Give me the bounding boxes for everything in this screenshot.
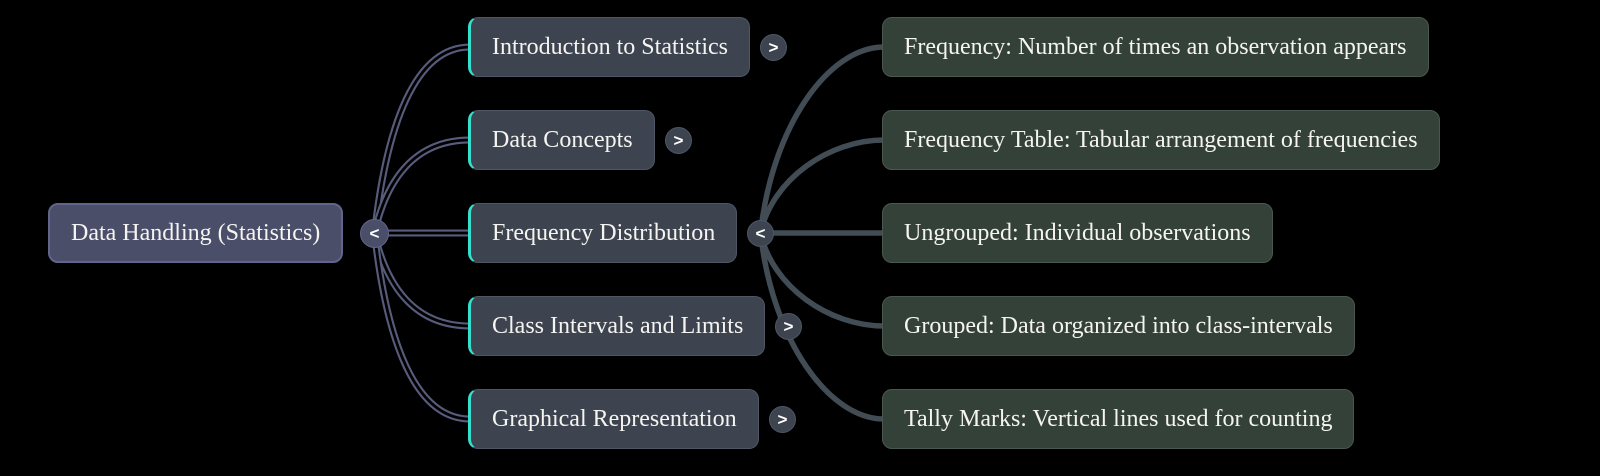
node-graphical-representation[interactable]: Graphical Representation [468, 389, 759, 449]
connector-line [757, 44, 887, 236]
collapse-toggle-icon-frequency-distribution[interactable]: < [747, 219, 774, 247]
expand-toggle-icon-data-concepts[interactable]: > [665, 126, 692, 154]
expand-toggle-icon-introduction[interactable]: > [760, 33, 787, 61]
node-root[interactable]: Data Handling (Statistics) [48, 203, 344, 263]
node-data-concepts[interactable]: Data Concepts [468, 110, 655, 170]
connector-line [373, 138, 472, 235]
node-frequency-distribution[interactable]: Frequency Distribution [468, 203, 738, 263]
node-tally-marks-definition[interactable]: Tally Marks: Vertical lines used for cou… [882, 389, 1355, 449]
node-class-intervals-and-limits[interactable]: Class Intervals and Limits [468, 296, 766, 356]
connector-line [373, 231, 472, 421]
node-frequency-definition[interactable]: Frequency: Number of times an observatio… [882, 17, 1429, 77]
expand-toggle-icon-graphical-representation[interactable]: > [769, 405, 796, 433]
node-ungrouped-definition[interactable]: Ungrouped: Individual observations [882, 203, 1273, 263]
node-introduction-to-statistics[interactable]: Introduction to Statistics [468, 17, 750, 77]
connector-line [757, 230, 887, 422]
expand-toggle-icon-class-intervals[interactable]: > [775, 312, 802, 340]
connector-line [373, 45, 472, 235]
node-frequency-table-definition[interactable]: Frequency Table: Tabular arrangement of … [882, 110, 1440, 170]
connector-line [757, 230, 887, 329]
connector-line [757, 137, 887, 236]
root-collapse-toggle-icon[interactable]: < [360, 218, 389, 248]
node-grouped-definition[interactable]: Grouped: Data organized into class-inter… [882, 296, 1355, 356]
